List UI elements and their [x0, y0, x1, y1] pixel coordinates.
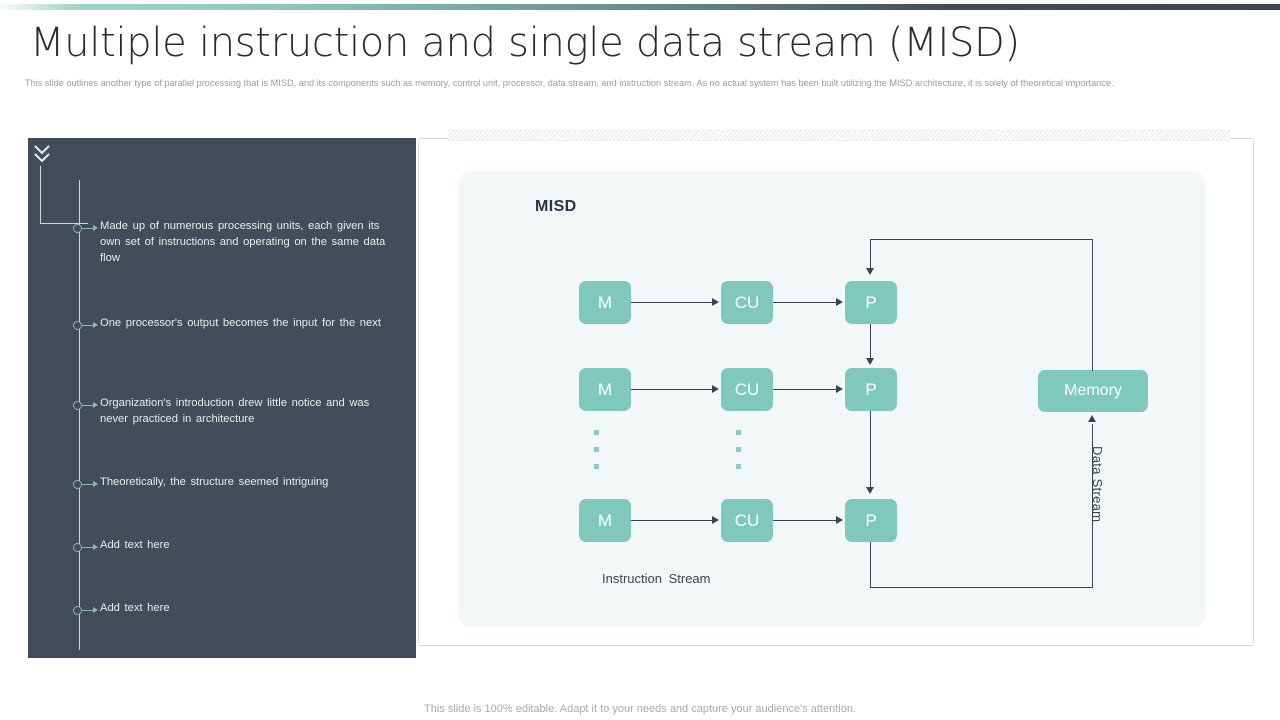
connector-p1-to-p2 [870, 324, 872, 360]
arrowhead-p2-to-p3 [866, 487, 874, 494]
connector-m-to-cu-row1 [631, 302, 713, 304]
bullet-arrow-icon [70, 603, 100, 617]
bullet-list-panel [28, 138, 416, 658]
bullet-arrow-icon [70, 318, 100, 332]
node-memory-store[interactable]: Memory [1038, 370, 1148, 412]
list-item[interactable]: Add text here [70, 537, 400, 554]
connector-m-to-cu-row3 [631, 520, 713, 522]
list-item-label: Add text here [100, 539, 170, 551]
connector-p2-to-p3 [870, 411, 872, 489]
connector-m-to-cu-row2 [631, 389, 713, 391]
timeline-elbow-connector [40, 166, 88, 224]
top-accent-bar [0, 4, 1280, 10]
connector-data-stream-up [1092, 424, 1094, 587]
connector-cu-to-p-row3 [773, 520, 837, 522]
list-item-label: Organization's introduction drew little … [100, 397, 370, 425]
node-control-unit-row3[interactable]: CU [721, 499, 773, 542]
list-item-label: Theoretically, the structure seemed intr… [100, 476, 329, 488]
connector-into-p1 [870, 239, 872, 271]
node-processor-row3[interactable]: P [845, 499, 897, 542]
list-item[interactable]: Theoretically, the structure seemed intr… [70, 474, 400, 491]
connector-p3-down [870, 542, 872, 588]
diagram-title: MISD [535, 198, 577, 215]
bullet-arrow-icon [70, 398, 100, 412]
timeline-spine [79, 180, 80, 650]
page-subtitle: This slide outlines another type of para… [25, 78, 1114, 88]
node-control-unit-row2[interactable]: CU [721, 368, 773, 411]
list-item-label: Made up of numerous processing units, ea… [100, 220, 386, 264]
list-item-label: One processor's output becomes the input… [100, 317, 381, 329]
node-memory-row2[interactable]: M [579, 368, 631, 411]
arrowhead-p1-to-p2 [866, 358, 874, 365]
list-item[interactable]: Made up of numerous processing units, ea… [70, 218, 400, 266]
connector-bottom-horizontal [870, 587, 1093, 589]
node-control-unit-row1[interactable]: CU [721, 281, 773, 324]
bullet-list: Made up of numerous processing units, ea… [0, 0, 388, 615]
hatched-decoration-bar [448, 130, 1230, 141]
connector-cu-to-p-row2 [773, 389, 837, 391]
connector-memory-top-horizontal [870, 239, 1093, 241]
arrowhead-cu-to-p-row2 [836, 385, 843, 393]
ellipsis-dots-memory [594, 430, 599, 481]
bullet-arrow-icon [70, 477, 100, 491]
data-stream-label: Data Stream [1090, 446, 1105, 523]
list-item[interactable]: One processor's output becomes the input… [70, 315, 400, 332]
arrowhead-cu-to-p-row1 [836, 298, 843, 306]
arrowhead-m-to-cu-row1 [712, 298, 719, 306]
node-memory-row1[interactable]: M [579, 281, 631, 324]
node-memory-row3[interactable]: M [579, 499, 631, 542]
bullet-arrow-icon [70, 221, 100, 235]
node-processor-row1[interactable]: P [845, 281, 897, 324]
list-item[interactable]: Organization's introduction drew little … [70, 395, 400, 427]
footer-note: This slide is 100% editable. Adapt it to… [424, 703, 856, 715]
connector-cu-to-p-row1 [773, 302, 837, 304]
ellipsis-dots-control-unit [736, 430, 741, 481]
list-item-label: Add text here [100, 602, 170, 614]
list-item[interactable]: Add text here [70, 600, 400, 617]
arrowhead-m-to-cu-row2 [712, 385, 719, 393]
node-processor-row2[interactable]: P [845, 368, 897, 411]
arrowhead-cu-to-p-row3 [836, 516, 843, 524]
chevron-double-down-icon[interactable] [33, 143, 51, 165]
connector-memory-up [1092, 239, 1094, 371]
arrowhead-into-memory [1088, 415, 1096, 422]
page-title: Multiple instruction and single data str… [30, 20, 1020, 66]
instruction-stream-label: Instruction Stream [602, 571, 711, 586]
bullet-arrow-icon [70, 540, 100, 554]
arrowhead-into-p1 [866, 268, 874, 275]
arrowhead-m-to-cu-row3 [712, 516, 719, 524]
